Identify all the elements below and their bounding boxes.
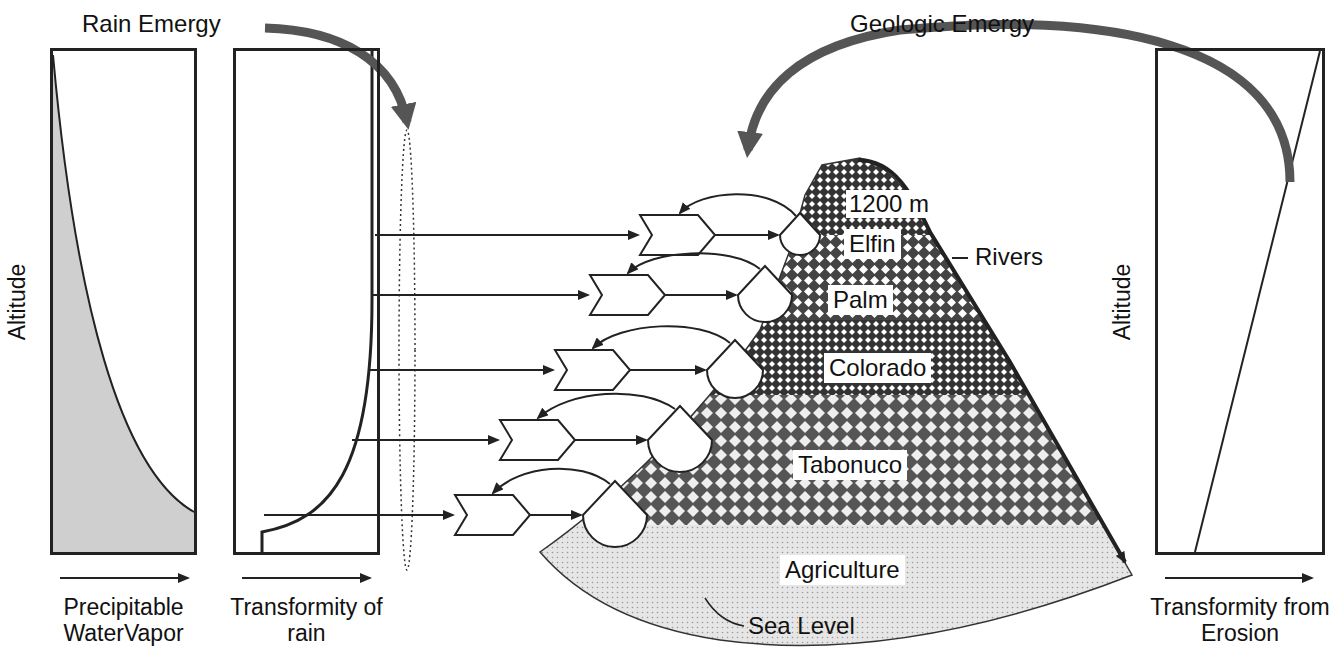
chart-box: AltitudeTransformity from Erosion xyxy=(1155,48,1325,555)
annotation-label: 1200 m xyxy=(846,190,932,218)
axis-label: Transformity of rain xyxy=(212,594,402,647)
axis-label: Precipitable WaterVapor xyxy=(29,594,219,647)
zone-name: Palm xyxy=(833,286,888,313)
zone-label-box: Elfin xyxy=(844,229,901,259)
zone-label-box: Tabonuco xyxy=(793,450,907,480)
axis-title: Altitude xyxy=(4,263,31,340)
zone-name: Colorado xyxy=(829,354,926,381)
zone-name: Agriculture xyxy=(785,556,900,583)
axis-title: Altitude xyxy=(1109,263,1136,340)
zone-label-box: Palm xyxy=(828,285,893,315)
axis-label: Transformity from Erosion xyxy=(1150,594,1330,647)
zone-name: Tabonuco xyxy=(798,451,902,478)
annotation-label: Rivers xyxy=(972,243,1046,271)
annotation-label: Sea Level xyxy=(748,612,855,640)
annotation-label: Geologic Emergy xyxy=(850,10,1034,38)
zone-name: Elfin xyxy=(849,230,896,257)
zone-label-box: Colorado xyxy=(824,353,931,383)
zone-label-box: Agriculture xyxy=(780,555,905,585)
annotation-label: Rain Emergy xyxy=(82,10,221,38)
chart-box: AltitudePrecipitable WaterVapor xyxy=(50,48,197,555)
chart-box: Transformity of rain xyxy=(233,48,380,555)
